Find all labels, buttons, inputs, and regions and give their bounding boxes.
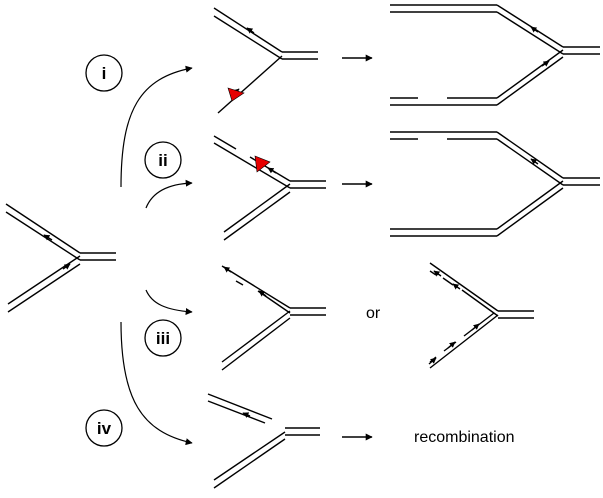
arrow-to-iv <box>120 321 193 446</box>
svg-text:ii: ii <box>158 151 167 170</box>
fork-ii-result <box>390 131 600 237</box>
svg-text:i: i <box>102 64 107 83</box>
fork-iii <box>221 265 326 371</box>
original-fork <box>5 203 116 313</box>
fork-i-result <box>390 4 600 106</box>
fork-ii <box>213 135 326 241</box>
svg-text:iii: iii <box>156 329 170 348</box>
svg-text:iv: iv <box>97 419 112 438</box>
arrow-to-ii <box>145 179 193 209</box>
nascent-lagging-arrow <box>43 234 53 241</box>
recombination-label: recombination <box>414 429 515 446</box>
label-iii: iii <box>144 319 182 357</box>
arrow-to-i <box>120 65 193 188</box>
label-ii: ii <box>144 141 182 179</box>
nascent-leading-arrow <box>62 263 71 270</box>
arrow-to-iii <box>145 289 193 316</box>
fork-i <box>213 7 318 114</box>
pathway-arrows <box>120 65 193 446</box>
lesion-icon <box>227 87 245 102</box>
label-iv: iv <box>85 409 123 447</box>
fork-iv <box>207 393 320 489</box>
lesion-icon <box>254 155 271 173</box>
label-i: i <box>85 54 123 92</box>
fork-iii-alt <box>428 262 534 369</box>
or-label: or <box>366 305 381 322</box>
